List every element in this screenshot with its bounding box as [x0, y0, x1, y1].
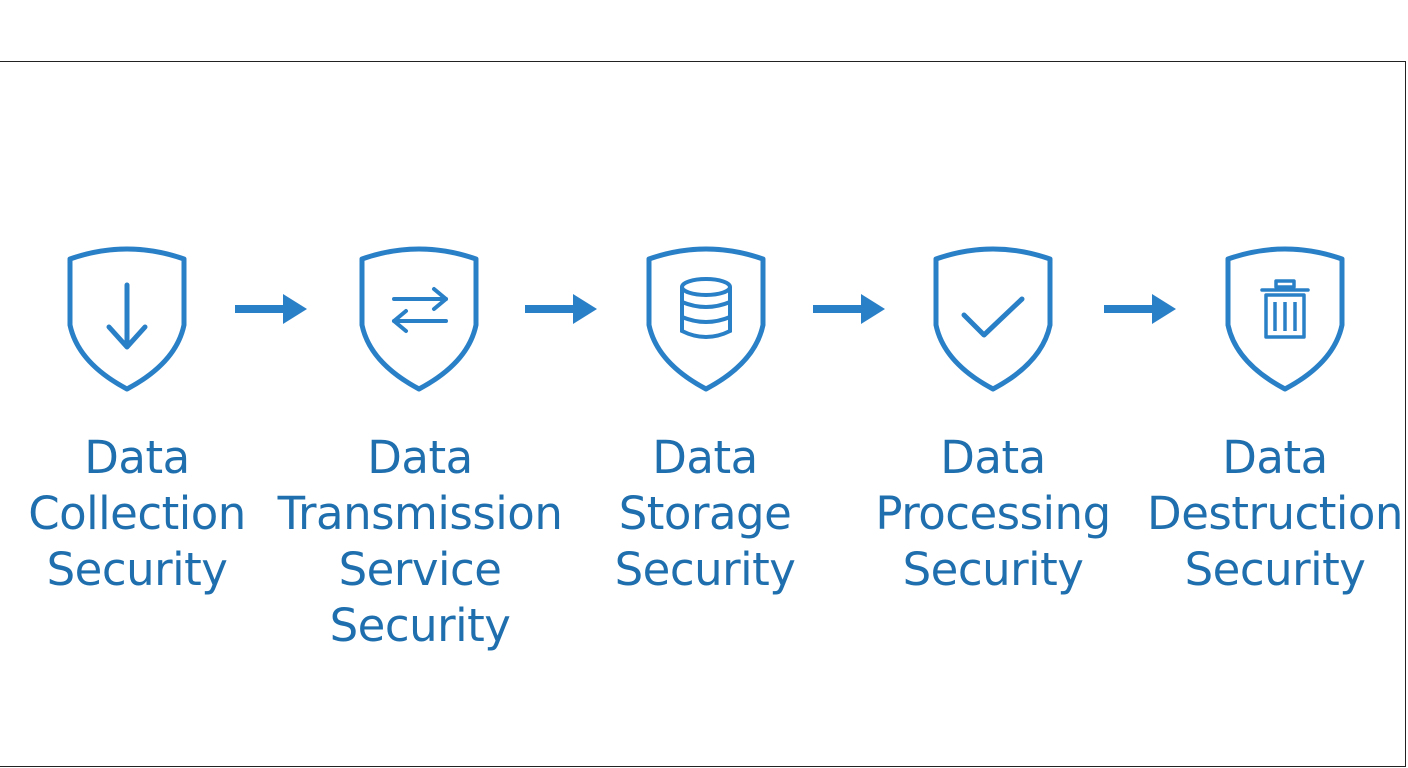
right-arrow-icon — [233, 291, 309, 327]
trash-can-icon — [1260, 279, 1310, 339]
label-line: Transmission — [277, 487, 563, 540]
exchange-arrows-icon — [392, 287, 448, 333]
stage-label: Data Transmission Service Security — [270, 430, 570, 654]
right-arrow-icon — [523, 291, 599, 327]
right-arrow-icon — [811, 291, 887, 327]
shield-exchange-icon — [358, 245, 480, 393]
stage-label: Data Collection Security — [0, 430, 287, 598]
stage-label: Data Destruction Security — [1125, 430, 1408, 598]
label-line: Data — [84, 431, 190, 484]
right-arrow-icon — [1102, 291, 1178, 327]
diagram-frame — [0, 61, 1406, 767]
stage-label: Data Storage Security — [555, 430, 855, 598]
database-icon — [680, 277, 732, 339]
download-arrow-icon — [106, 282, 148, 350]
label-line: Data — [367, 431, 473, 484]
label-line: Collection — [28, 487, 246, 540]
label-line: Service — [338, 543, 502, 596]
label-line: Storage — [618, 487, 792, 540]
label-line: Security — [902, 543, 1084, 596]
stage-label: Data Processing Security — [843, 430, 1143, 598]
label-line: Security — [1184, 543, 1366, 596]
checkmark-icon — [961, 296, 1025, 338]
shield-database-icon — [645, 245, 767, 393]
label-line: Data — [652, 431, 758, 484]
label-line: Data — [940, 431, 1046, 484]
label-line: Destruction — [1147, 487, 1403, 540]
label-line: Security — [46, 543, 228, 596]
label-line: Data — [1222, 431, 1328, 484]
shield-trash-icon — [1224, 245, 1346, 393]
shield-checkmark-icon — [932, 245, 1054, 393]
label-line: Security — [329, 599, 511, 652]
label-line: Processing — [875, 487, 1111, 540]
shield-download-icon — [66, 245, 188, 393]
label-line: Security — [614, 543, 796, 596]
